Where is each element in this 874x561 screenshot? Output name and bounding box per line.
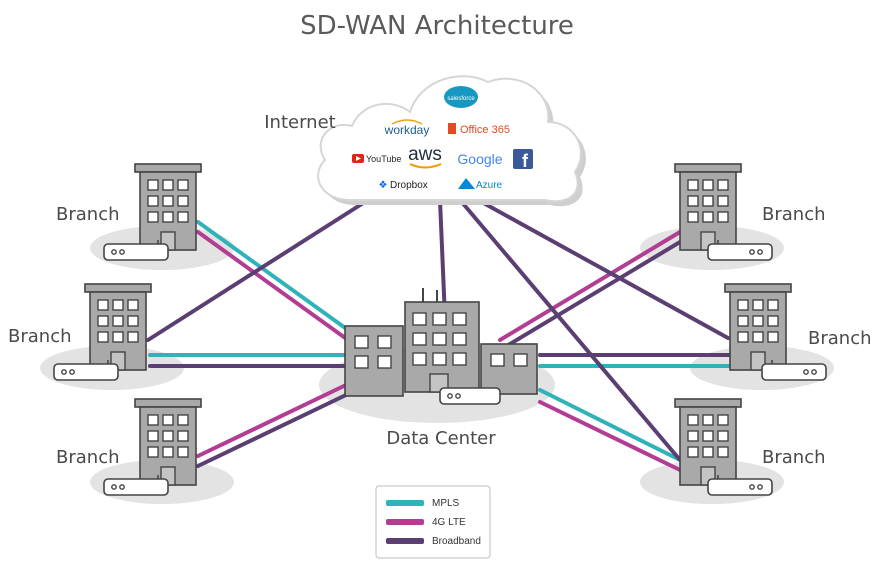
branch-office: Branch xyxy=(724,283,872,381)
connection-lines xyxy=(146,198,732,472)
legend-item: MPLS xyxy=(386,498,460,509)
branch-office: Branch xyxy=(56,398,202,496)
branch-building-icon xyxy=(724,283,792,371)
facebook-logo: f xyxy=(513,149,533,171)
data-center: Data Center xyxy=(344,288,538,449)
azure-logo: Azure xyxy=(458,178,503,191)
router-icon xyxy=(53,360,119,381)
youtube-logo: YouTube xyxy=(352,154,401,164)
broadband-line xyxy=(196,392,350,468)
broadband-line xyxy=(476,198,730,340)
legend-item: 4G LTE xyxy=(386,517,466,528)
youtube-label: YouTube xyxy=(366,154,401,164)
lte-line xyxy=(498,230,682,342)
legend: MPLS 4G LTE Broadband xyxy=(375,485,491,559)
legend-label: 4G LTE xyxy=(432,517,466,528)
workday-logo: workday xyxy=(384,119,430,137)
broadband-line xyxy=(438,198,447,320)
branch-office: Branch xyxy=(674,163,826,261)
branch-building-icon xyxy=(134,398,202,486)
azure-label: Azure xyxy=(476,180,503,191)
broadband-line xyxy=(498,240,682,352)
branch-label: Branch xyxy=(56,204,120,225)
office365-logo: Office 365 xyxy=(448,123,510,136)
branch-office: Branch xyxy=(8,283,152,381)
branch-office: Branch xyxy=(56,163,202,261)
lte-line xyxy=(538,400,682,472)
router-icon xyxy=(103,240,169,261)
mpls-line xyxy=(196,220,350,332)
datacenter-buildings-icon xyxy=(344,288,538,397)
facebook-icon xyxy=(513,149,533,169)
diagram-title: SD-WAN Architecture xyxy=(300,11,574,41)
router-icon xyxy=(707,240,773,261)
legend-swatch xyxy=(386,500,424,506)
aws-label: aws xyxy=(408,144,442,165)
branch-label: Branch xyxy=(56,447,120,468)
google-label: Google xyxy=(457,151,502,167)
branch-building-icon xyxy=(84,283,152,371)
branch-label: Branch xyxy=(762,447,826,468)
router-icon xyxy=(103,475,169,496)
branch-label: Branch xyxy=(762,204,826,225)
internet-cloud: Internet salesforce workday Office 365 Y… xyxy=(264,75,586,207)
mpls-line xyxy=(538,388,682,462)
broadband-line xyxy=(458,198,682,462)
router-icon xyxy=(707,475,773,496)
lte-line xyxy=(196,382,350,458)
router-icon xyxy=(439,387,501,405)
branch-office: Branch xyxy=(674,398,826,496)
router-icon xyxy=(761,360,827,381)
aws-logo: aws xyxy=(408,144,442,169)
legend-swatch xyxy=(386,519,424,525)
branch-label: Branch xyxy=(808,328,872,349)
salesforce-label: salesforce xyxy=(447,96,475,102)
legend-item: Broadband xyxy=(386,536,481,547)
dropbox-logo: ❖ Dropbox xyxy=(379,180,428,191)
branch-label: Branch xyxy=(8,326,72,347)
office-icon xyxy=(448,123,456,134)
facebook-label: f xyxy=(522,151,529,171)
dropbox-icon: ❖ xyxy=(379,180,388,191)
salesforce-logo: salesforce xyxy=(444,86,478,108)
legend-label: MPLS xyxy=(432,498,460,509)
branch-building-icon xyxy=(134,163,202,251)
workday-label: workday xyxy=(384,123,430,137)
workday-arc xyxy=(391,119,423,125)
datacenter-label: Data Center xyxy=(386,428,496,449)
lte-line xyxy=(196,230,350,342)
legend-label: Broadband xyxy=(432,536,481,547)
branch-building-icon xyxy=(674,163,742,251)
dropbox-label: Dropbox xyxy=(390,180,428,191)
google-logo: Google xyxy=(457,151,502,167)
cloud-shape xyxy=(317,75,582,203)
internet-label: Internet xyxy=(264,112,335,133)
broadband-line xyxy=(146,198,370,342)
branch-building-icon xyxy=(674,398,742,486)
aws-smile xyxy=(409,163,442,169)
legend-swatch xyxy=(386,538,424,544)
azure-icon xyxy=(458,178,475,189)
office365-label: Office 365 xyxy=(460,124,510,136)
